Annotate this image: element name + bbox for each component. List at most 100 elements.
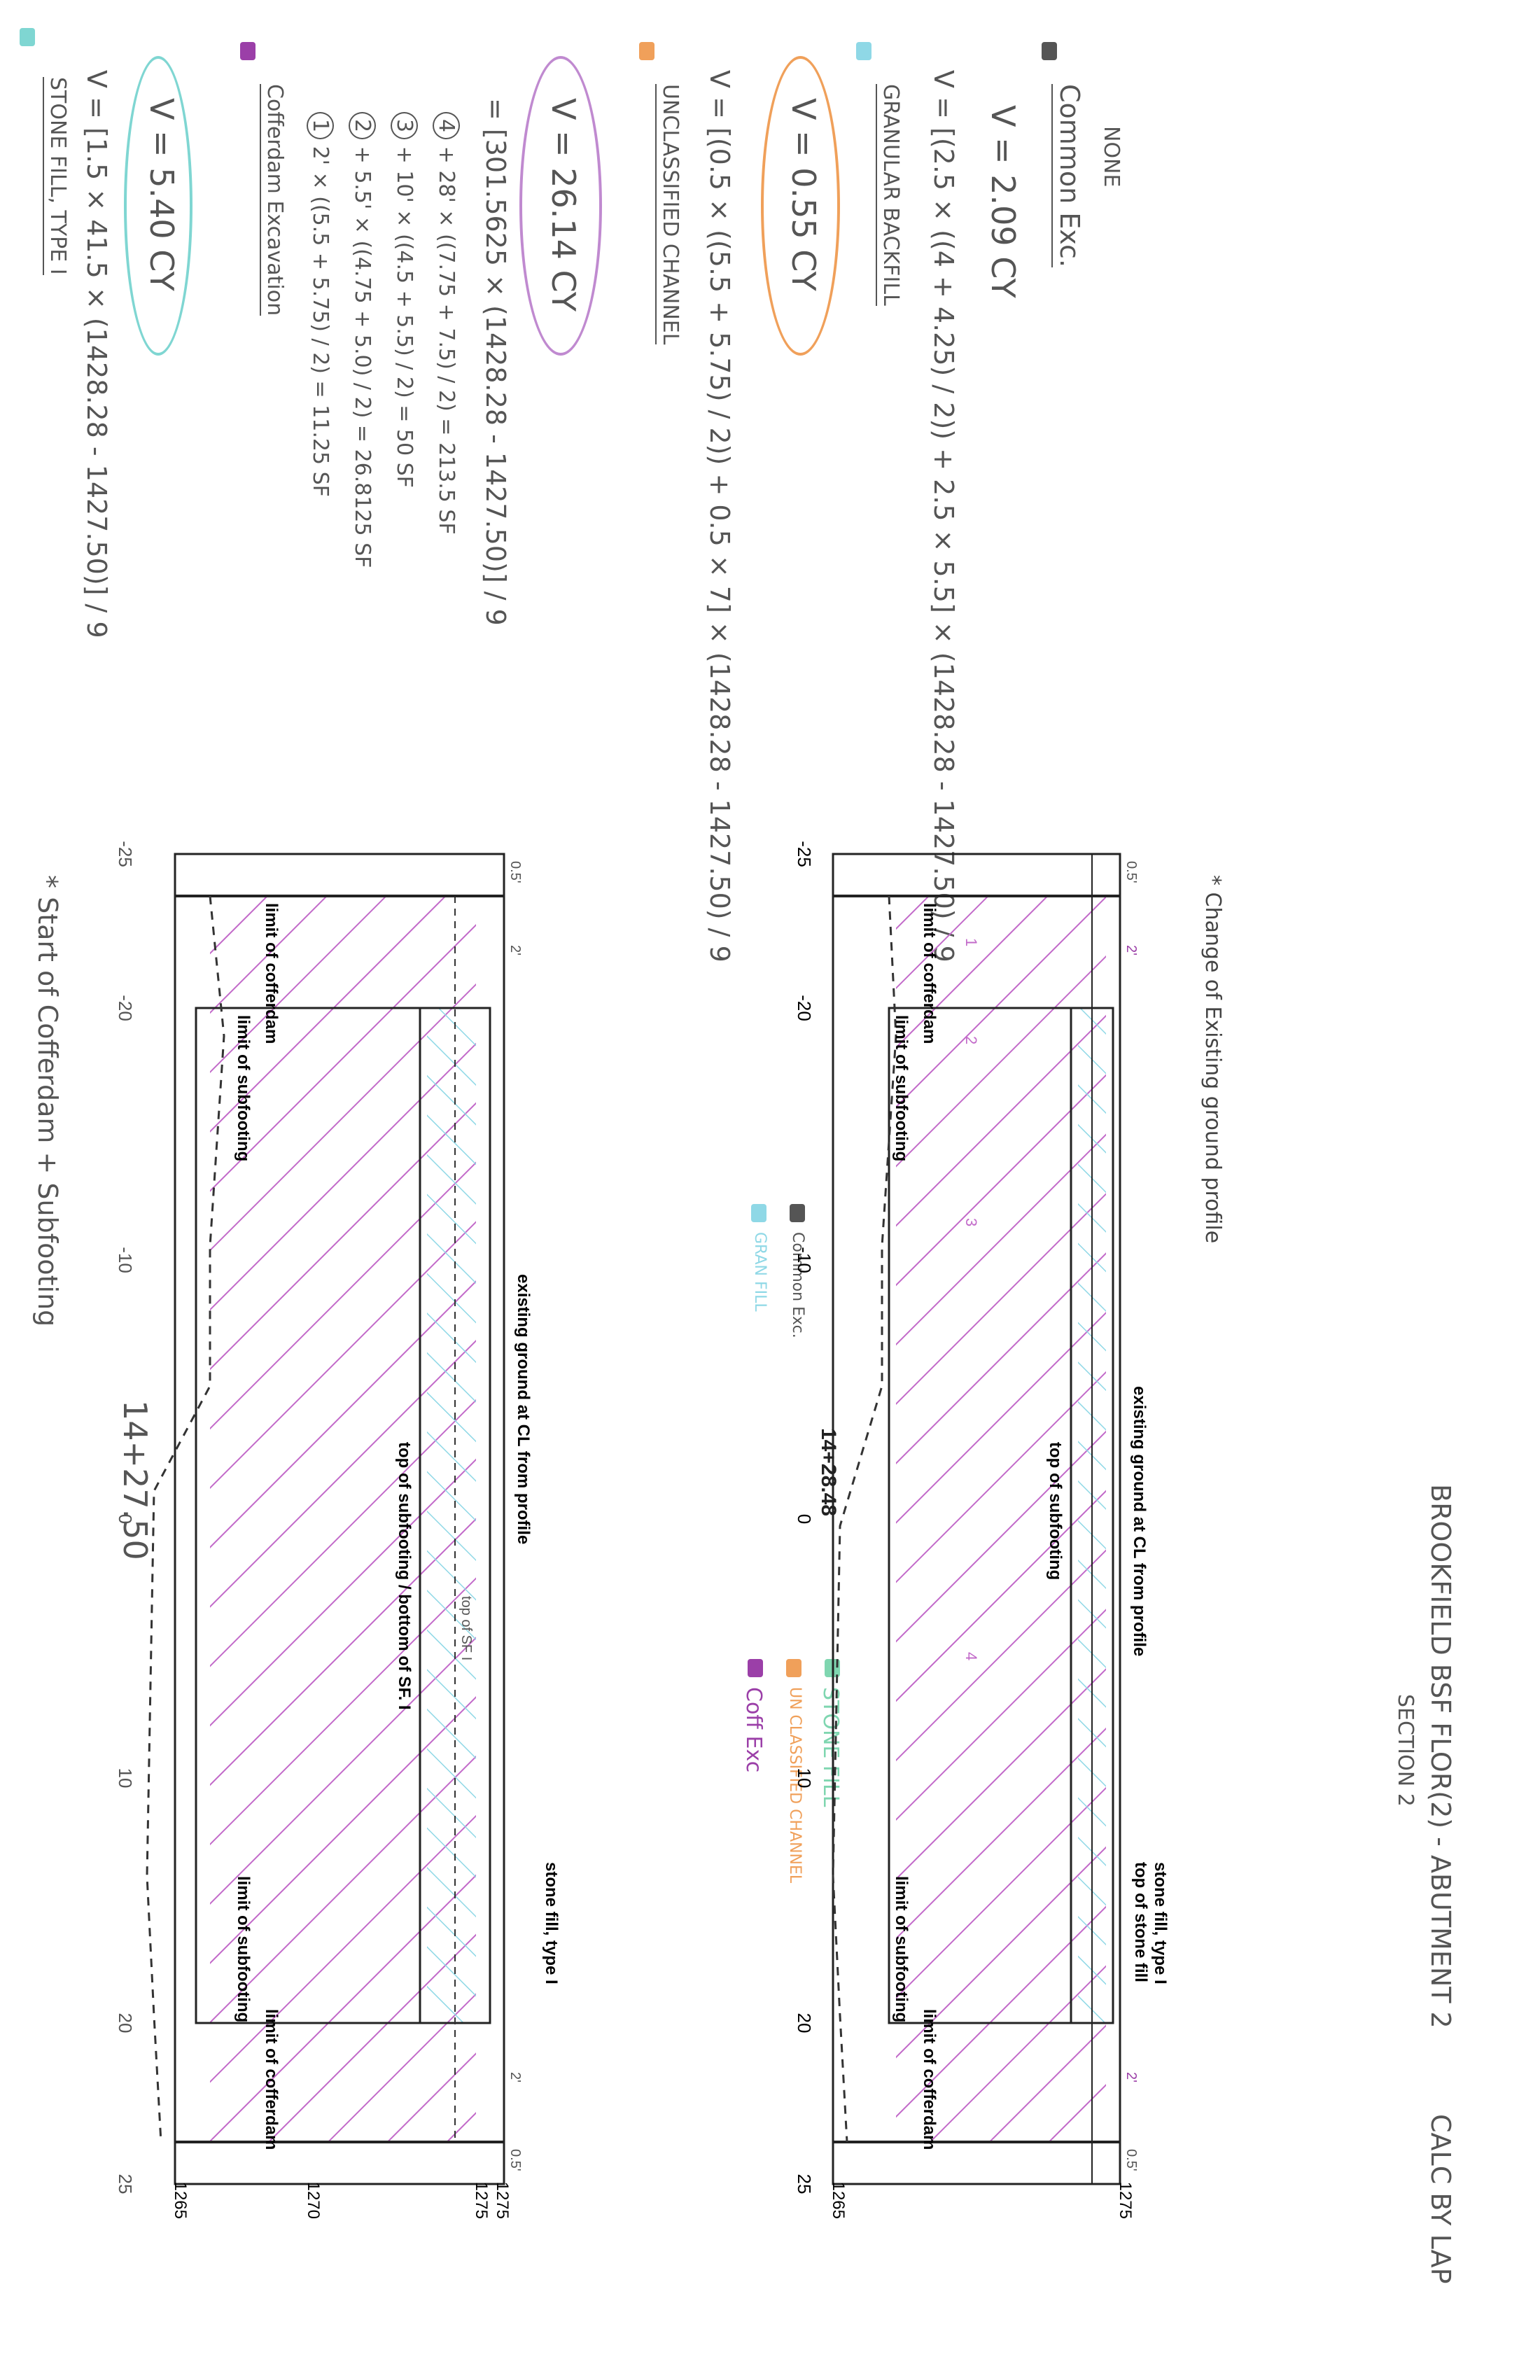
section1-subfooting xyxy=(888,1007,1114,2024)
section1-y-tick: 1265 xyxy=(829,2182,848,2219)
common-value: NONE xyxy=(1099,126,1124,188)
granular-result: V = 2.09 CY xyxy=(984,105,1022,298)
section2-x-tick: 25 xyxy=(115,2174,136,2194)
cofferdam-result: V = 26.14 CY xyxy=(545,98,582,312)
unclassified-swatch xyxy=(639,42,654,60)
stone-fill-heading: STONE FILL, TYPE I xyxy=(43,77,70,275)
common-swatch xyxy=(1042,42,1057,60)
row-value: = 213.5 SF xyxy=(434,418,458,535)
section1-x-tick: 20 xyxy=(794,2013,815,2033)
stone-fill-formula: V = [1.5 × 41.5 × (1428.28 - 1427.50)] /… xyxy=(81,70,112,638)
section2-note: * Start of Cofferdam + Subfooting xyxy=(32,875,63,1327)
legend-coff: Coff Exc xyxy=(741,1687,766,1773)
row-number: 4 xyxy=(433,112,460,140)
cofferdam-row-4: 4 + 28' × ((7.75 + 7.5) / 2) = 213.5 SF xyxy=(433,112,460,535)
section1-frame xyxy=(832,853,1121,2185)
section1-x-tick: 25 xyxy=(794,2174,815,2194)
common-heading: Common Exc. xyxy=(1051,84,1085,268)
section2-label-stone-fill: stone fill, type I xyxy=(542,1862,561,1984)
section1-y-tick: 1275 xyxy=(1116,2182,1135,2219)
section2-y-tick: 1275 xyxy=(493,2182,512,2219)
cofferdam-total: = [301.5625 × (1428.28 - 1427.50)] / 9 xyxy=(480,98,511,626)
section2-existing-ground xyxy=(146,895,225,2143)
section1-region-mark: 1 xyxy=(962,938,980,946)
section1-label-top-stone-fill: top of stone fill xyxy=(1131,1862,1150,1982)
section2-x-tick: 0 xyxy=(115,1514,136,1524)
sheet-subtitle: SECTION 2 xyxy=(1393,1694,1418,1807)
section1-x-tick: 0 xyxy=(794,1514,815,1524)
cofferdam-row-2: 2 + 5.5' × ((4.75 + 5.0) / 2) = 26.8125 … xyxy=(349,112,376,568)
section2-cofferdam-fill xyxy=(210,896,476,2142)
row-value: = 11.25 SF xyxy=(308,380,332,497)
section-drawing-1: -25 -20 -10 0 10 20 25 1265 1275 limit o… xyxy=(794,841,1170,2219)
section1-x-tick: -25 xyxy=(794,841,815,867)
section1-label-cofferdam-right: limit of cofferdam xyxy=(920,2009,939,2150)
calc-by: CALC BY LAP xyxy=(1425,2114,1456,2284)
cofferdam-swatch xyxy=(240,42,255,60)
sheet-title: BROOKFIELD BSF FLOR(2) - ABUTMENT 2 xyxy=(1425,1484,1456,2029)
row-number: 1 xyxy=(307,112,334,140)
unclassified-result: V = 0.55 CY xyxy=(785,98,822,291)
section2-x-tick: -25 xyxy=(115,841,136,867)
section1-label-subfooting-right: limit of subfooting xyxy=(892,1876,911,2022)
stone-fill-result: V = 5.40 CY xyxy=(143,98,181,291)
section2-x-tick: -20 xyxy=(115,995,136,1021)
row-expr: + 5.5' × ((4.75 + 5.0) / 2) xyxy=(350,146,374,419)
stone-fill-swatch xyxy=(20,28,35,46)
section1-label-top-subfooting: top of subfooting xyxy=(1046,1442,1065,1580)
section1-dim: 2' xyxy=(1124,945,1139,955)
section2-dim: 2' xyxy=(507,2072,523,2082)
section1-label-stone-fill: stone fill, type I xyxy=(1151,1862,1170,1984)
granular-swatch xyxy=(856,42,872,60)
row-value: = 26.8125 SF xyxy=(350,424,374,568)
section2-label-cofferdam-left: limit of cofferdam xyxy=(262,903,281,1044)
row-expr: + 28' × ((7.75 + 7.5) / 2) xyxy=(434,146,458,412)
section1-label-subfooting-left: limit of subfooting xyxy=(892,1015,911,1161)
section1-region-mark: 4 xyxy=(962,1652,980,1660)
section2-y-tick: 1275 xyxy=(472,2182,491,2219)
section2-dim: 2' xyxy=(507,945,523,955)
section1-note: * Change of Existing ground profile xyxy=(1200,875,1225,1244)
section1-x-tick: -20 xyxy=(794,995,815,1021)
legend-swatch-coff xyxy=(748,1659,763,1677)
section2-subfooting xyxy=(195,1007,491,2024)
section2-stone-fill-band xyxy=(427,1008,476,2023)
section1-x-tick: -10 xyxy=(794,1247,815,1273)
section2-dim: 0.5' xyxy=(507,861,523,883)
cofferdam-row-3: 3 + 10' × ((4.5 + 5.5) / 2) = 50 SF xyxy=(391,112,418,488)
section1-cofferdam-fill xyxy=(896,896,1106,2142)
legend-swatch-gran xyxy=(751,1204,766,1222)
row-value: = 50 SF xyxy=(392,405,416,488)
row-expr: + 10' × ((4.5 + 5.5) / 2) xyxy=(392,146,416,398)
section2-x-tick: 20 xyxy=(115,2013,136,2033)
section2-label-subfooting-left: limit of subfooting xyxy=(234,1015,253,1161)
section1-x-tick: 10 xyxy=(794,1768,815,1788)
section2-frame xyxy=(174,853,505,2185)
section2-station: 14+27.50 xyxy=(116,1400,154,1560)
row-number: 3 xyxy=(391,112,418,140)
section1-existing-ground xyxy=(832,895,897,2143)
cofferdam-row-1: 1 2' × ((5.5 + 5.75) / 2) = 11.25 SF xyxy=(307,112,334,497)
section2-label-top-subfooting: top of subfooting / bottom of SF. I xyxy=(395,1442,414,1710)
unclassified-heading: UNCLASSIFIED CHANNEL xyxy=(655,84,682,345)
section2-x-tick: -10 xyxy=(115,1247,136,1273)
section1-dim: 0.5' xyxy=(1124,2149,1139,2171)
legend-gran: GRAN FILL xyxy=(751,1232,769,1312)
granular-heading: GRANULAR BACKFILL xyxy=(876,84,903,306)
section1-station: 14+28.48 xyxy=(817,1428,840,1516)
section2-y-tick: 1270 xyxy=(304,2182,323,2219)
section2-y-tick: 1265 xyxy=(171,2182,190,2219)
section2-x-tick: 10 xyxy=(115,1768,136,1788)
section2-dim: 0.5' xyxy=(507,2149,523,2171)
section1-region-mark: 2 xyxy=(962,1036,980,1044)
section2-label-subfooting-right: limit of subfooting xyxy=(234,1876,253,2022)
section1-label-existing-ground: existing ground at CL from profile xyxy=(1130,1386,1149,1656)
unclassified-formula: V = [(0.5 × ((5.5 + 5.75) / 2)) + 0.5 × … xyxy=(704,70,735,962)
section-drawing-2: -25 -20 -10 0 10 20 25 1265 1270 1275 12… xyxy=(115,841,561,2219)
section2-label-existing-ground: existing ground at CL from profile xyxy=(514,1274,533,1544)
cofferdam-heading: Cofferdam Excavation xyxy=(260,84,287,316)
section1-dim: 0.5' xyxy=(1124,861,1139,883)
section2-label-top-sf: top of SF I xyxy=(458,1596,474,1660)
